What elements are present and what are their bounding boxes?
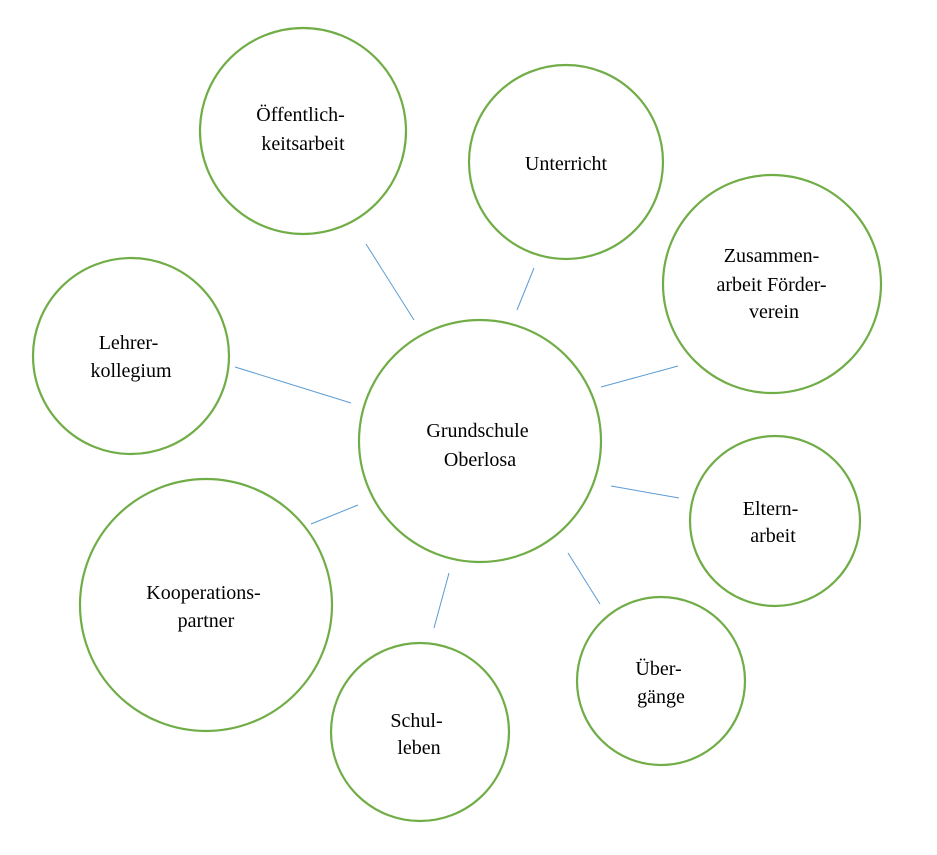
node-schulleben: Schul- leben	[329, 641, 511, 823]
node-unterricht: Unterricht	[467, 63, 665, 261]
node-label: Kooperations- partner	[146, 582, 265, 632]
node-oeffentlichkeitsarbeit: Öffentlich- keitsarbeit	[198, 26, 408, 236]
node-elternarbeit: Eltern- arbeit	[688, 434, 862, 608]
node-label: Lehrer- kollegium	[90, 332, 172, 382]
center-label-line-1: Grundschule	[426, 420, 528, 442]
node-circle	[575, 595, 747, 767]
node-label-line-2: arbeit	[750, 525, 796, 547]
node-label-line-2: leben	[397, 737, 440, 759]
node-label-line-2: kollegium	[90, 360, 172, 382]
connector-elternarbeit	[610, 485, 680, 499]
node-label-line-2: gänge	[637, 686, 685, 708]
node-label-line-1: Zusammen-	[724, 245, 820, 267]
node-uebergaenge: Über- gänge	[575, 595, 747, 767]
connector-uebergaenge	[567, 552, 601, 605]
center-circle	[357, 318, 603, 564]
center-label-line-2: Oberlosa	[444, 449, 516, 471]
node-circle	[78, 477, 334, 733]
node-label-line-1: Über-	[635, 657, 681, 680]
node-circle	[31, 256, 231, 456]
node-circle	[688, 434, 862, 608]
node-label-line-3: verein	[749, 301, 799, 323]
connector-oeffentlichkeitsarbeit	[365, 243, 415, 321]
connectors	[234, 243, 680, 629]
node-label-line-2: partner	[178, 610, 235, 632]
connector-lehrerkollegium	[234, 366, 352, 404]
node-label: Unterricht	[525, 153, 608, 175]
node-circle	[329, 641, 511, 823]
node-foerderverein: Zusammen- arbeit Förder- verein	[661, 173, 883, 395]
node-label-line-2: arbeit Förder-	[716, 274, 826, 296]
node-label: Eltern- arbeit	[743, 498, 804, 547]
node-circle	[198, 26, 408, 236]
node-label-line-1: Öffentlich-	[256, 103, 345, 126]
connector-schulleben	[433, 572, 450, 629]
connector-unterricht	[516, 267, 535, 311]
node-kooperationspartner: Kooperations- partner	[78, 477, 334, 733]
node-label-line-1: Unterricht	[525, 153, 608, 175]
node-circle	[467, 63, 665, 261]
center-label: Grundschule Oberlosa	[426, 420, 533, 471]
node-label: Über- gänge	[635, 657, 686, 708]
node-grundschule-oberlosa: Grundschule Oberlosa	[357, 318, 603, 564]
connector-foerderverein	[600, 365, 679, 388]
node-label-line-1: Schul-	[390, 710, 442, 732]
node-label-line-2: keitsarbeit	[261, 133, 345, 155]
node-circle	[661, 173, 883, 395]
node-label-line-1: Eltern-	[743, 498, 799, 520]
node-label-line-1: Kooperations-	[146, 582, 260, 604]
connector-kooperationspartner	[310, 504, 359, 525]
node-label: Öffentlich- keitsarbeit	[256, 103, 350, 155]
node-label-line-1: Lehrer-	[99, 332, 159, 354]
node-label: Schul- leben	[390, 710, 447, 759]
node-label: Zusammen- arbeit Förder- verein	[716, 245, 831, 323]
node-lehrerkollegium: Lehrer- kollegium	[31, 256, 231, 456]
